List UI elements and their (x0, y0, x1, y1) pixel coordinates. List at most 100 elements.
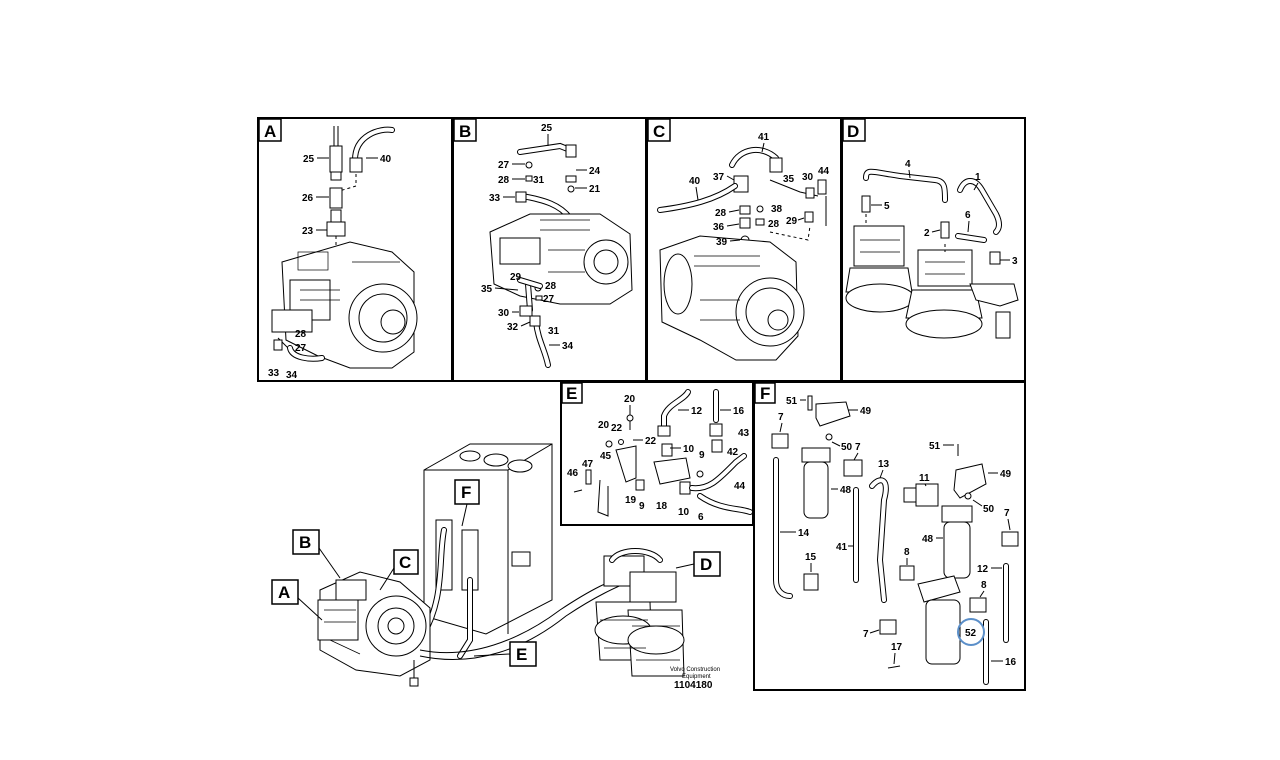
part-number-label: 20 (624, 394, 636, 405)
panel-e-tag: E (566, 384, 577, 403)
panel-f-labels: 51 49 7 50 7 13 48 51 11 49 14 41 50 (778, 396, 1017, 668)
part-number-label: 40 (689, 176, 701, 187)
panel-d-drawing (845, 168, 1019, 339)
part-number-label: 2 (924, 228, 930, 239)
part-number-label: 29 (786, 216, 798, 227)
part-number-label: 28 (545, 281, 557, 292)
part-number-label: 10 (678, 507, 690, 518)
part-number-label: 26 (302, 193, 314, 204)
part-number-label: 28 (498, 175, 510, 186)
panel-f[interactable]: F (753, 381, 1026, 691)
part-number-label: 16 (733, 406, 745, 417)
callout-e[interactable]: E (473, 641, 537, 667)
panel-b-labels: 25 27 24 28 21 31 33 29 35 28 27 30 32 3… (481, 123, 601, 352)
part-number-label: 39 (716, 237, 728, 248)
title-block: Volvo Construction Equipment 1104180 (670, 667, 720, 691)
part-number-label: 33 (489, 193, 501, 204)
part-number-label: 7 (1004, 508, 1010, 519)
part-number-label: 50 (841, 442, 853, 453)
panel-b-tag: B (459, 122, 471, 141)
overview-callouts[interactable]: B C A F D E (271, 479, 721, 667)
panel-a-labels: 25 40 26 23 28 27 33 34 (268, 154, 392, 381)
panel-d-tag-box (842, 118, 866, 142)
highlight-ring (957, 618, 985, 646)
part-number-label: 41 (836, 542, 848, 553)
part-number-label: 49 (1000, 469, 1012, 480)
part-number-label: 45 (600, 451, 612, 462)
part-number-label: 36 (713, 222, 725, 233)
part-number-label: 16 (1005, 657, 1017, 668)
part-number-label: 21 (589, 184, 601, 195)
manufacturer-line-2: Equipment (682, 674, 711, 680)
callout-b[interactable]: B (292, 529, 341, 579)
part-number-label: 20 (598, 420, 610, 431)
callout-c[interactable]: C (379, 549, 419, 591)
callout-f[interactable]: F (454, 479, 480, 527)
part-number-label: 13 (878, 459, 890, 470)
panel-e-drawing (573, 389, 753, 517)
part-number-label: 7 (855, 442, 861, 453)
part-number-label: 38 (771, 204, 783, 215)
panel-d[interactable]: D 4 1 5 (841, 117, 1026, 382)
panel-b-tag-box (453, 118, 477, 142)
part-number-label: 6 (965, 210, 971, 221)
part-number-label: 3 (1012, 256, 1018, 267)
svg-text:B: B (299, 533, 311, 552)
part-number-label: 28 (715, 208, 727, 219)
panel-f-drawing (771, 395, 1019, 685)
panel-f-tag-box (754, 382, 776, 404)
part-number-label: 35 (481, 284, 493, 295)
svg-text:F: F (461, 483, 471, 502)
panel-b-drawing (489, 142, 633, 368)
part-number-label: 41 (758, 132, 770, 143)
panel-c-drawing (657, 147, 827, 361)
part-number-label: 35 (783, 174, 795, 185)
panel-e[interactable]: E 20 (560, 381, 754, 526)
part-number-label: 9 (639, 501, 645, 512)
part-number-label: 28 (768, 219, 780, 230)
part-number-label: 30 (802, 172, 814, 183)
part-number-label: 12 (691, 406, 703, 417)
part-number-label: 7 (863, 629, 869, 640)
part-number-label: 51 (929, 441, 941, 452)
manufacturer-line-1: Volvo Construction (670, 667, 720, 673)
callout-a[interactable]: A (271, 579, 323, 621)
part-number-label: 44 (818, 166, 830, 177)
part-number-label: 23 (302, 226, 314, 237)
part-number-label: 25 (303, 154, 315, 165)
part-number-label: 29 (510, 272, 522, 283)
part-number-label: 47 (582, 459, 594, 470)
part-number-label: 48 (922, 534, 934, 545)
panel-a[interactable]: A (257, 117, 453, 382)
panel-d-tag: D (847, 122, 859, 141)
drawing-number: 1104180 (674, 680, 713, 691)
part-number-label: 25 (541, 123, 553, 134)
panel-b[interactable]: B (452, 117, 647, 382)
part-number-label: 7 (778, 412, 784, 423)
part-number-label: 28 (295, 329, 307, 340)
part-number-label: 12 (977, 564, 989, 575)
part-number-label: 27 (498, 160, 510, 171)
panel-c[interactable]: C 41 (646, 117, 842, 382)
panel-e-labels: 20 12 16 20 22 22 10 43 45 42 9 46 47 19… (567, 394, 750, 523)
panel-f-tag: F (760, 384, 770, 403)
part-number-label: 1 (975, 172, 981, 183)
part-number-label: 49 (860, 406, 872, 417)
panel-a-tag-box (258, 118, 282, 142)
part-number-label: 31 (533, 175, 545, 186)
panel-c-labels: 41 37 35 30 44 40 28 38 36 28 29 39 (689, 132, 830, 248)
part-number-label: 19 (625, 495, 637, 506)
callout-d[interactable]: D (675, 551, 721, 577)
part-number-label: 6 (698, 512, 704, 523)
svg-text:C: C (399, 553, 411, 572)
part-number-label: 27 (295, 343, 307, 354)
panel-d-labels: 4 1 5 6 2 3 (871, 159, 1018, 267)
panel-c-tag: C (653, 122, 665, 141)
part-number-label: 24 (589, 166, 601, 177)
panel-e-tag-box (561, 382, 583, 404)
svg-text:A: A (278, 583, 290, 602)
part-number-label: 18 (656, 501, 668, 512)
part-number-label: 40 (380, 154, 392, 165)
part-number-label: 50 (983, 504, 995, 515)
